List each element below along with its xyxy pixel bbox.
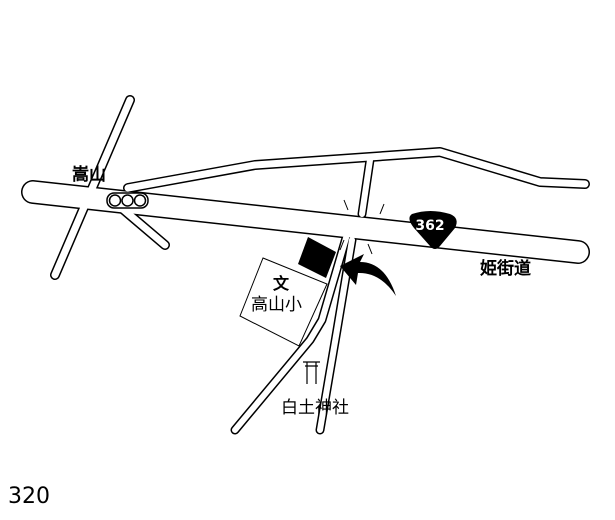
highway-label: 姫街道 (480, 259, 531, 279)
shrine-label: 白土神社 (281, 398, 349, 418)
page-number: 320 (8, 484, 50, 509)
school-symbol: 文 (273, 274, 290, 293)
arrow-icon (340, 254, 396, 296)
crossing-marks (339, 199, 385, 255)
school-label: 高山小 (251, 295, 302, 315)
destination-building-icon (298, 237, 336, 278)
place-label: 嵩山 (72, 165, 106, 185)
route-number: 362 (415, 218, 445, 234)
torii-shrine-icon (303, 361, 320, 384)
school-grounds (239, 257, 328, 347)
traffic-signal-icon (106, 192, 149, 209)
route-shield-icon (409, 211, 457, 249)
